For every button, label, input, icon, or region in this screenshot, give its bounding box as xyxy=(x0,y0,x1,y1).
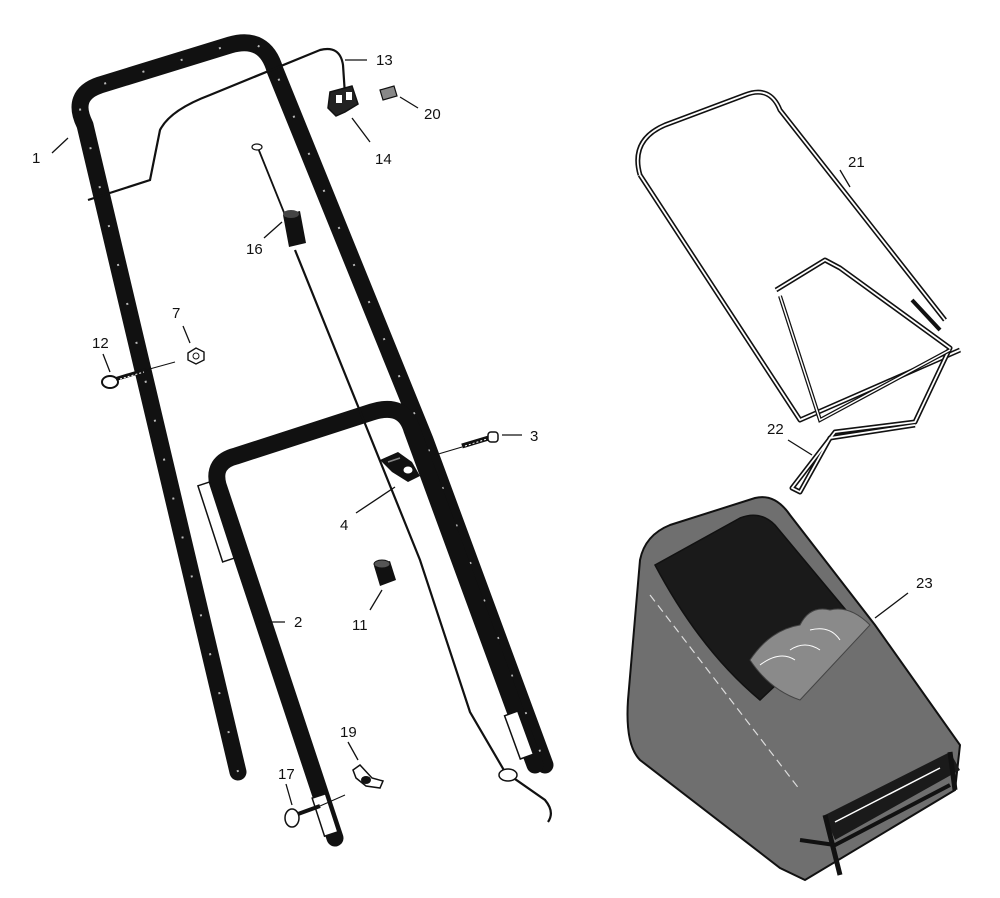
leader-4 xyxy=(355,486,396,514)
nut xyxy=(187,347,205,365)
bag-frame-bottom xyxy=(774,257,953,495)
leader-19 xyxy=(347,741,359,761)
rope-guide xyxy=(251,143,306,247)
leader-lines xyxy=(51,59,909,806)
leader-1 xyxy=(51,137,69,154)
leader-16 xyxy=(263,221,283,239)
callout-21: 21 xyxy=(848,154,865,171)
callout-16: 16 xyxy=(246,241,263,258)
callout-20: 20 xyxy=(424,106,441,123)
leader-23 xyxy=(874,592,909,619)
callout-7: 7 xyxy=(172,305,180,322)
leader-14 xyxy=(351,117,371,143)
callout-2: 2 xyxy=(294,614,302,631)
wing-nut xyxy=(380,452,420,482)
callout-12: 12 xyxy=(92,335,109,352)
leader-22 xyxy=(787,439,813,456)
spacer xyxy=(373,559,396,586)
callout-19: 19 xyxy=(340,724,357,741)
callout-4: 4 xyxy=(340,517,348,534)
callout-14: 14 xyxy=(375,151,392,168)
carriage-bolt xyxy=(434,431,499,456)
callout-23: 23 xyxy=(916,575,933,592)
callout-3: 3 xyxy=(530,428,538,445)
leader-17 xyxy=(285,783,293,806)
callout-13: 13 xyxy=(376,52,393,69)
eyebolt xyxy=(101,361,176,389)
wing-nut-lower xyxy=(352,764,385,789)
upper-handle xyxy=(71,34,554,781)
leader-12 xyxy=(102,353,111,373)
callout-11: 11 xyxy=(352,617,368,634)
leader-11 xyxy=(369,589,383,611)
leader-21 xyxy=(839,169,851,188)
control-cable xyxy=(87,47,552,823)
pad xyxy=(379,85,398,101)
cable-clip xyxy=(327,85,359,117)
callout-17: 17 xyxy=(278,766,295,783)
grass-bag xyxy=(626,496,962,882)
callout-1: 1 xyxy=(32,150,40,167)
leader-7 xyxy=(182,325,191,344)
callout-22: 22 xyxy=(767,421,784,438)
leader-20 xyxy=(399,96,419,109)
carriage-bolt-lower xyxy=(284,794,346,828)
callout-labels: 1 2 3 4 7 11 12 13 14 16 17 19 20 21 22 … xyxy=(32,52,933,783)
